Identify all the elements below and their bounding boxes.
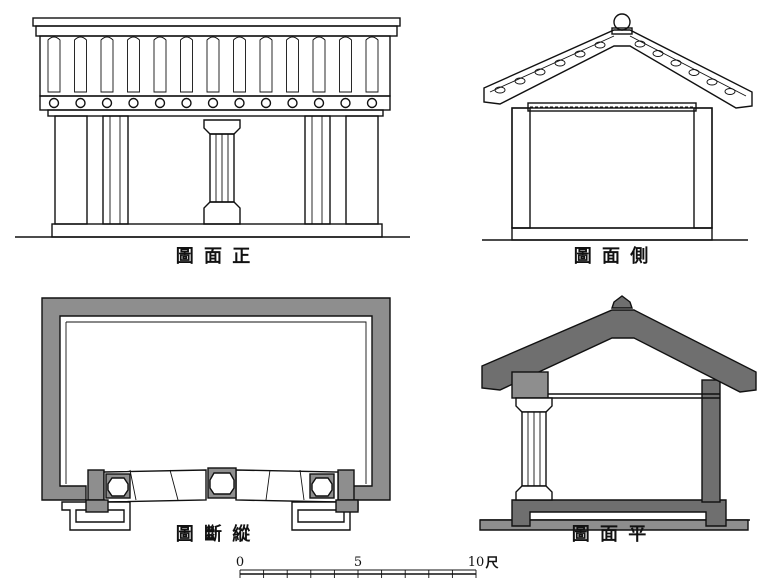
tile-mark [534, 68, 546, 76]
tile-end [234, 97, 245, 109]
roof-tile [180, 36, 193, 93]
roof-tile [206, 36, 220, 93]
tile-end [260, 97, 272, 109]
tile-mark [724, 88, 736, 95]
roof-tile [47, 36, 61, 93]
roof-tile [312, 36, 326, 93]
scale-tick-10: 10 [468, 555, 485, 570]
tile-end [48, 97, 60, 109]
tile-end [340, 97, 351, 109]
roof-tile [127, 36, 140, 93]
plan-caption: 圖 面 平 [572, 524, 649, 545]
side-elevation: 圖 面 側 [482, 13, 753, 267]
tile-end [101, 97, 113, 109]
tile-mark [514, 77, 526, 85]
tile-end [128, 97, 139, 109]
tile-mark [634, 40, 646, 48]
longitudinal-section: 圖 斷 縱 [41, 297, 391, 545]
plan-section: 圖 面 平 [479, 295, 757, 545]
front-elevation: 圖 面 正 [15, 17, 410, 267]
roof-tile [233, 36, 246, 93]
roof-tile [286, 36, 299, 93]
side-elevation-caption: 圖 面 側 [574, 245, 651, 267]
tile-mark [574, 50, 586, 58]
tile-mark [494, 86, 506, 94]
longitudinal-section-caption: 圖 斷 縱 [176, 523, 253, 545]
roof-tile [100, 36, 114, 93]
front-elevation-caption: 圖 面 正 [176, 246, 253, 267]
roof-tile [74, 36, 87, 93]
tile-mark [706, 78, 718, 86]
tile-end [366, 97, 378, 109]
tile-mark [652, 50, 664, 57]
scale-tick-5: 5 [354, 555, 362, 570]
roof-tile [339, 36, 352, 93]
tile-end [75, 97, 86, 109]
roof-tile [365, 36, 379, 93]
tile-mark [554, 59, 566, 67]
tile-mark [594, 41, 606, 49]
tile-end [313, 97, 325, 109]
roof-tile [259, 36, 273, 93]
tile-mark [670, 59, 682, 67]
tile-end [287, 97, 298, 109]
scale-unit: 尺 [485, 556, 498, 571]
tile-end [154, 97, 166, 109]
tile-end [181, 97, 192, 109]
roof-tile [153, 36, 167, 93]
scale-bar: 0 5 10 尺 [236, 555, 499, 578]
tile-end [207, 97, 219, 109]
scale-tick-0: 0 [236, 555, 244, 570]
tile-mark [688, 69, 700, 76]
